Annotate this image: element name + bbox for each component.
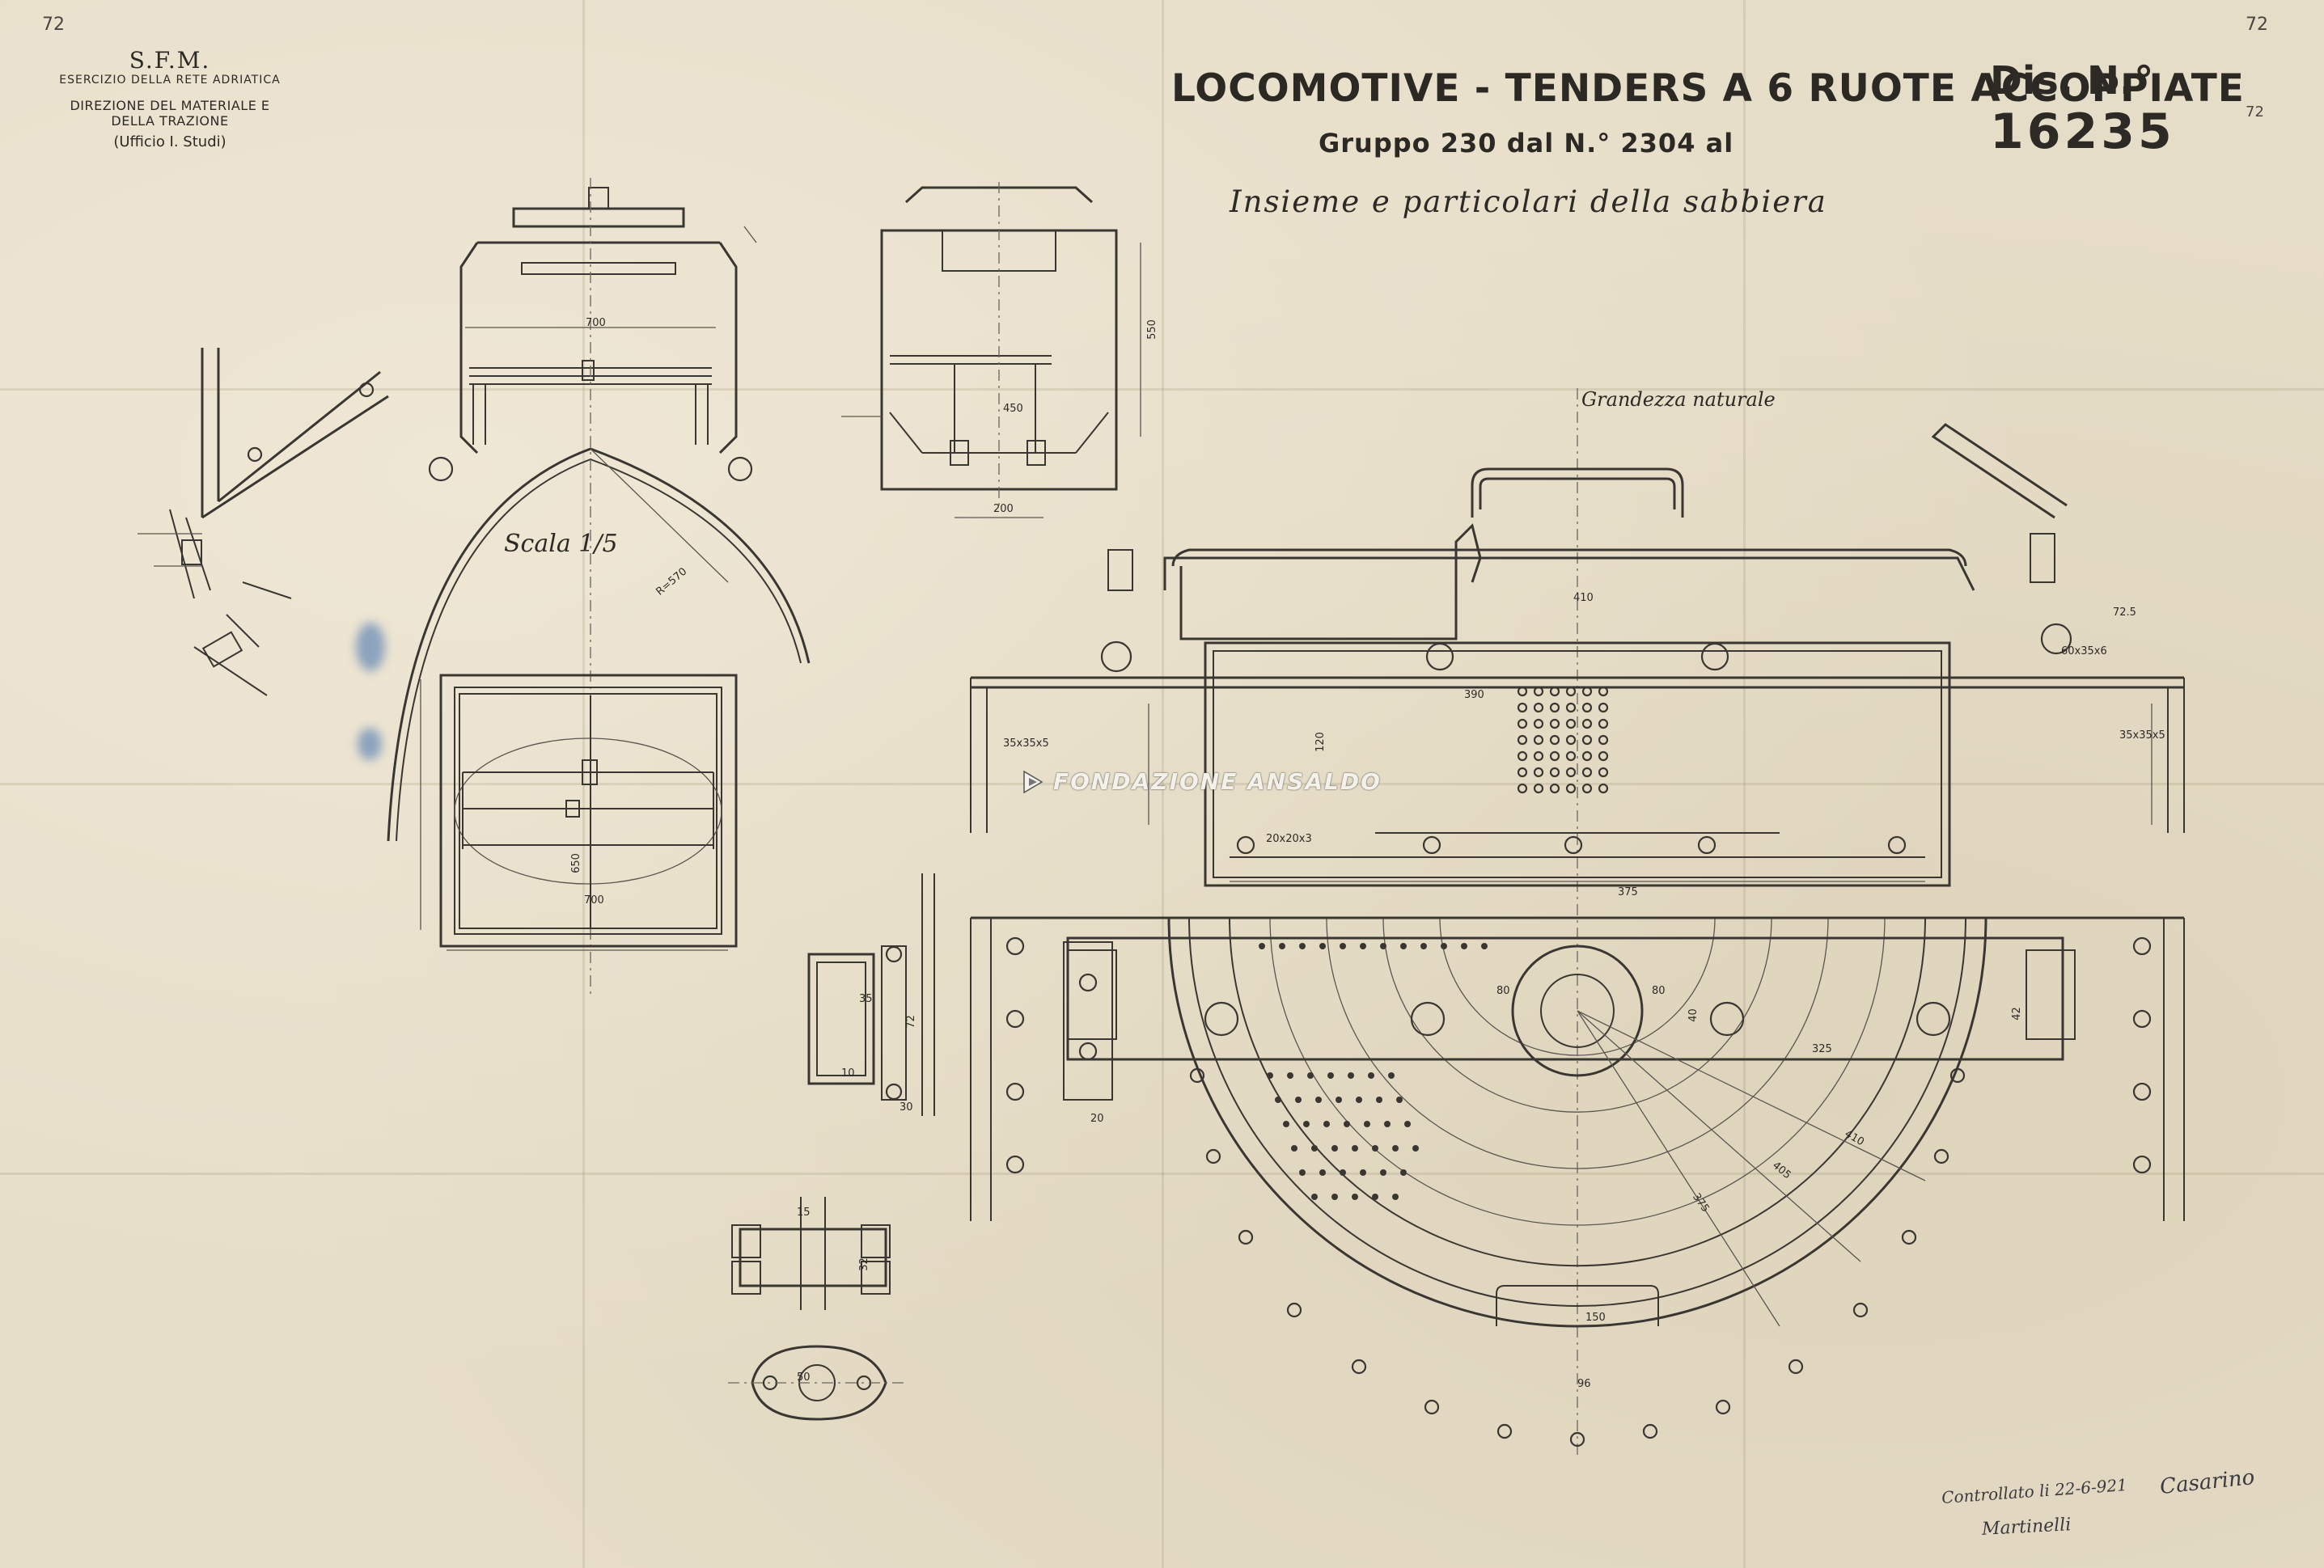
- corner-mark: 72: [2246, 15, 2268, 35]
- fold-line: [0, 1173, 2324, 1175]
- department: DIREZIONE DEL MATERIALE E DELLA TRAZIONE: [70, 98, 270, 129]
- dim-label: 120: [1314, 732, 1327, 752]
- corner-mark: 72: [2246, 104, 2264, 120]
- dim-label: 35x35x5: [1003, 738, 1049, 750]
- watermark: FONDAZIONE ANSALDO: [1053, 768, 1382, 795]
- drawing-description: Insieme e particolari della sabbiera: [1230, 184, 1827, 219]
- dim-label: 42: [2010, 1007, 2023, 1021]
- dim-label: 60x35x6: [2061, 645, 2107, 657]
- title-block: S.F.M. ESERCIZIO DELLA RETE ADRIATICA DI…: [49, 47, 291, 150]
- ink-stain: [358, 728, 382, 760]
- dim-label: 80: [1496, 985, 1510, 997]
- dim-label: 150: [1585, 1312, 1606, 1324]
- dim-label: 700: [586, 317, 606, 329]
- dim-label: 15: [797, 1207, 811, 1219]
- dim-label: 96: [1577, 1378, 1591, 1390]
- network-name: ESERCIZIO DELLA RETE ADRIATICA: [59, 74, 281, 87]
- dim-label: 20x20x3: [1266, 833, 1312, 845]
- scale-label-reduced: Scala 1/5: [504, 530, 618, 558]
- fold-line: [0, 783, 2324, 785]
- corner-mark: 72: [42, 15, 65, 35]
- drawing-title: LOCOMOTIVE - TENDERS A 6 RUOTE ACCOPPIAT…: [1171, 66, 2245, 111]
- scale-label-natural: Grandezza naturale: [1581, 388, 1776, 411]
- dim-label: 410: [1573, 592, 1594, 604]
- sandbox-elevation-natural: [970, 388, 2185, 1456]
- sandbox-section-reduced: [841, 182, 1141, 518]
- sandbox-plan-reduced: [420, 674, 738, 951]
- dim-label: 35: [859, 993, 873, 1005]
- fold-line: [1162, 0, 1164, 1568]
- fold-line: [1743, 0, 1746, 1568]
- dim-label: 72: [904, 1015, 917, 1029]
- sandbox-plan-natural: [970, 916, 2185, 1448]
- office: (Ufficio I. Studi): [113, 133, 226, 150]
- dim-label: 32: [857, 1257, 870, 1271]
- dim-label: 20: [1090, 1113, 1104, 1125]
- dim-label: 200: [993, 503, 1014, 515]
- dim-label: 50: [797, 1371, 811, 1384]
- bolt-detail: [731, 1197, 891, 1310]
- drawing-number-value: 16235: [1990, 104, 2175, 160]
- dim-label: 375: [1618, 886, 1638, 898]
- drawing-number-prefix: Dis. N.°: [1990, 58, 2154, 104]
- dim-label: 700: [584, 894, 604, 907]
- flange-plate-detail: [728, 1345, 906, 1421]
- bracket-detail-small: [807, 873, 1113, 1116]
- dim-label: 80: [1652, 985, 1666, 997]
- dim-label: 72.5: [2113, 606, 2136, 619]
- ink-stain: [356, 623, 385, 671]
- dim-label: 325: [1812, 1043, 1832, 1055]
- fold-line: [0, 388, 2324, 391]
- dim-label: 450: [1003, 403, 1023, 415]
- dim-label: 650: [569, 853, 582, 873]
- sandbox-elevation-reduced: [387, 178, 811, 995]
- drawing-group: Gruppo 230 dal N.° 2304 al: [1319, 128, 1734, 158]
- organization: S.F.M.: [129, 47, 211, 74]
- dim-label: 550: [1145, 319, 1158, 340]
- side-bracket-detail: [138, 348, 389, 696]
- dim-label: 40: [1687, 1008, 1700, 1022]
- dim-label: 30: [900, 1101, 913, 1114]
- dim-label: 390: [1464, 689, 1484, 701]
- ansaldo-logo-icon: [1023, 770, 1043, 794]
- perforation-field: [1259, 943, 1488, 1200]
- dim-label: 10: [841, 1067, 855, 1080]
- perforation-grid: [1517, 686, 1609, 794]
- drawing-number: Dis. N.° 16235: [1990, 58, 2324, 160]
- dim-label: 35x35x5: [2119, 729, 2165, 742]
